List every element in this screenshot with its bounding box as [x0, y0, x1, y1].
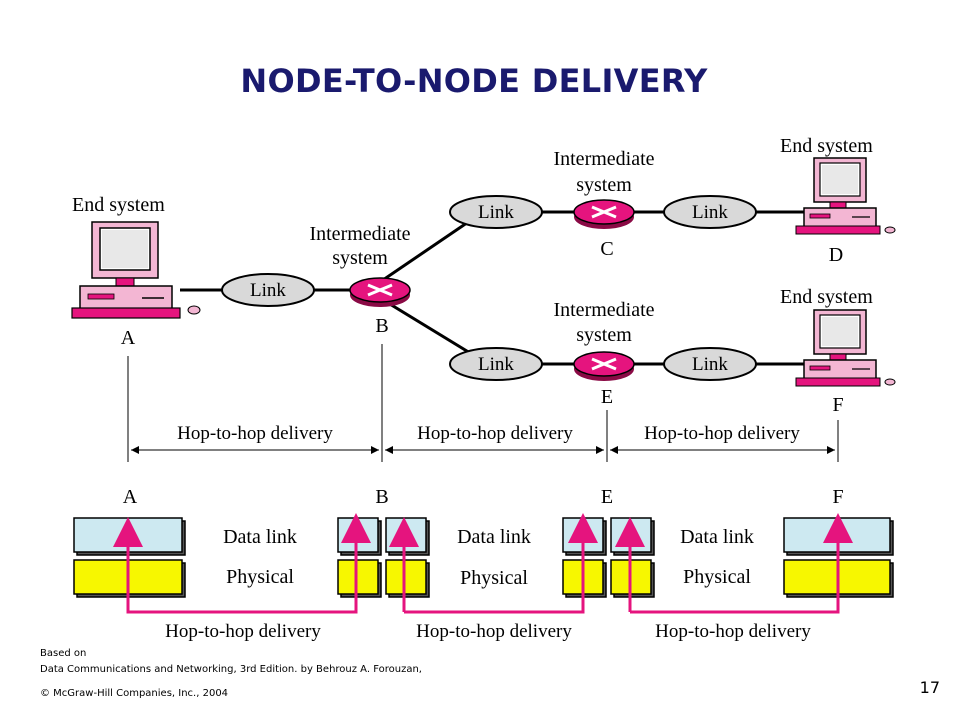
- node-label-a: A: [123, 486, 138, 508]
- hop-label: Hop-to-hop delivery: [644, 423, 800, 444]
- guide-lines: [127, 344, 839, 462]
- computer-icon: [795, 309, 896, 387]
- physical-label: Physical: [683, 566, 751, 588]
- node-label-a: A: [121, 327, 136, 349]
- router-icon: [573, 199, 635, 229]
- link-e-f: Link: [663, 347, 757, 381]
- node-label-e: E: [601, 386, 613, 408]
- page-number: 17: [919, 678, 940, 697]
- link-label: Link: [692, 354, 728, 375]
- physical-label: Physical: [226, 566, 294, 588]
- intermediate-label: Intermediate: [309, 223, 410, 245]
- intermediate-label: system: [332, 247, 388, 269]
- delivery-paths: [113, 513, 853, 614]
- link-label: Link: [478, 202, 514, 223]
- link-label: Link: [478, 354, 514, 375]
- data-link-label: Data link: [457, 526, 531, 548]
- data-link-label: Data link: [680, 526, 754, 548]
- physical-label: Physical: [460, 567, 528, 589]
- layer-node-labels: A B E F: [123, 486, 844, 508]
- link-c-d: Link: [663, 195, 757, 229]
- computer-icon: [71, 221, 201, 319]
- intermediate-label: Intermediate: [553, 299, 654, 321]
- link-label: Link: [250, 280, 286, 301]
- link-a-b: Link: [221, 273, 315, 307]
- hop-label: Hop-to-hop delivery: [165, 621, 321, 642]
- end-system-label: End system: [780, 286, 873, 308]
- footer-based-on: Based on: [40, 648, 87, 659]
- delivery-path-e-f: [630, 513, 853, 614]
- link-b-e: Link: [449, 347, 543, 381]
- computer-icon: [795, 157, 896, 235]
- end-system-label: End system: [780, 135, 873, 157]
- node-label-b: B: [375, 486, 388, 508]
- node-label-b: B: [375, 315, 388, 337]
- node-label-f: F: [832, 394, 843, 416]
- hop-label: Hop-to-hop delivery: [177, 423, 333, 444]
- router-icon: [349, 277, 411, 307]
- intermediate-label: Intermediate: [553, 148, 654, 170]
- slide-title: NODE-TO-NODE DELIVERY: [240, 62, 708, 100]
- node-label-f: F: [832, 486, 843, 508]
- link-b-c: Link: [449, 195, 543, 229]
- node-label-d: D: [829, 244, 843, 266]
- end-system-label: End system: [72, 194, 165, 216]
- hop-label: Hop-to-hop delivery: [417, 423, 573, 444]
- node-label-e: E: [601, 486, 613, 508]
- intermediate-label: system: [576, 174, 632, 196]
- layer-labels: Data link Data link Data link Physical P…: [223, 526, 754, 589]
- footer-copyright: © McGraw-Hill Companies, Inc., 2004: [40, 688, 229, 699]
- data-link-label: Data link: [223, 526, 297, 548]
- link-label: Link: [692, 202, 728, 223]
- intermediate-label: system: [576, 324, 632, 346]
- hop-label: Hop-to-hop delivery: [416, 621, 572, 642]
- topology-labels: End system End system End system Interme…: [72, 135, 873, 416]
- node-label-c: C: [600, 238, 613, 260]
- router-icon: [573, 351, 635, 381]
- hop-labels-top: Hop-to-hop delivery Hop-to-hop delivery …: [150, 420, 828, 444]
- hop-label: Hop-to-hop delivery: [655, 621, 811, 642]
- footer-source: Data Communications and Networking, 3rd …: [40, 664, 422, 675]
- hop-labels-bottom: Hop-to-hop delivery Hop-to-hop delivery …: [165, 621, 811, 642]
- delivery-path-b-e: [404, 513, 598, 614]
